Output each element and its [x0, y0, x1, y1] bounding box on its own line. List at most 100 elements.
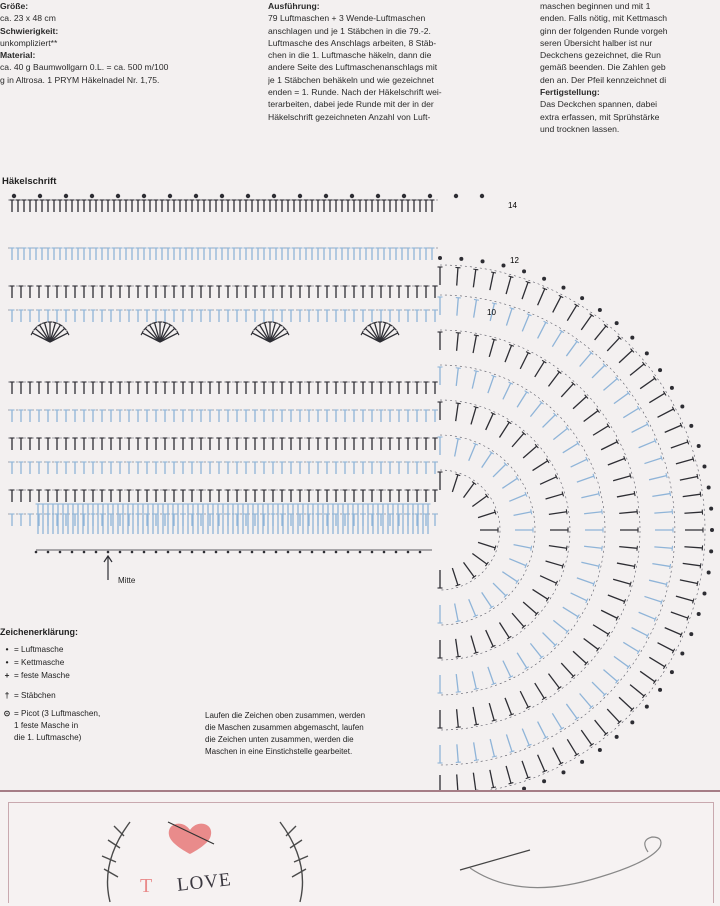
- double-crochet-mark: [584, 638, 598, 649]
- stitch-bar-mark: [510, 308, 515, 310]
- picot-mark: [402, 194, 406, 198]
- double-crochet-mark: [563, 443, 578, 453]
- picot-mark: [707, 571, 711, 575]
- single-crochet-icon: +: [0, 670, 14, 682]
- double-crochet-mark: [581, 494, 599, 498]
- double-crochet-mark: [538, 289, 545, 306]
- double-crochet-mark: [652, 494, 670, 497]
- double-crochet-mark: [502, 478, 517, 488]
- double-crochet-mark: [520, 691, 528, 707]
- double-crochet-mark: [489, 340, 494, 357]
- double-crochet-mark: [561, 663, 573, 676]
- double-crochet-mark: [514, 545, 532, 549]
- instructions-line: terarbeiten, dabei jede Runde mit der in…: [268, 98, 520, 110]
- double-crochet-mark: [514, 512, 532, 516]
- double-crochet-mark: [486, 630, 493, 646]
- finishing-line: Das Deckchen spannen, dabei: [540, 98, 720, 110]
- stitch-bar-mark: [456, 656, 461, 657]
- stitch-bar-mark: [670, 564, 671, 569]
- picot-mark: [481, 259, 485, 263]
- chain-mark: [371, 551, 374, 554]
- note-line: Laufen die Zeichen oben zusammen, werden: [205, 710, 435, 722]
- double-crochet-mark: [630, 364, 644, 375]
- double-crochet-mark: [503, 661, 511, 677]
- instructions-line: anschlagen und je 1 Stäbchen in die 79.-…: [268, 25, 520, 37]
- chain-mark: [83, 551, 86, 554]
- legend-item: += feste Masche: [0, 670, 190, 682]
- chain-mark: [227, 551, 230, 554]
- double-crochet-mark: [543, 633, 556, 646]
- double-crochet-mark: [567, 305, 576, 320]
- continuation-line: Deckchens gezeichnet, die Run: [540, 49, 720, 61]
- stitch-bar-mark: [697, 581, 698, 586]
- chain-mark: [95, 551, 98, 554]
- double-crochet-mark: [543, 415, 556, 428]
- stitch-bar-mark: [700, 563, 701, 568]
- double-crochet-mark: [614, 393, 629, 404]
- stitch-bar-mark: [630, 473, 631, 478]
- slip-stitch-icon: •: [0, 657, 14, 669]
- double-crochet-mark: [472, 371, 476, 389]
- double-crochet-mark: [595, 326, 606, 340]
- double-crochet-mark: [567, 739, 576, 754]
- stitch-bar-mark: [474, 652, 479, 653]
- stitch-bar-mark: [492, 756, 497, 757]
- stitch-bar-mark: [456, 368, 461, 369]
- double-crochet-mark: [553, 620, 567, 631]
- double-crochet-mark: [452, 568, 458, 585]
- picot-mark: [598, 308, 602, 312]
- stitch-bar-mark: [510, 751, 515, 753]
- double-crochet-mark: [654, 512, 672, 513]
- instructions-heading: Ausführung:: [268, 0, 520, 12]
- chain-stitch-icon: •: [0, 644, 14, 656]
- picot-mark: [376, 194, 380, 198]
- stitch-bar-mark: [53, 322, 58, 323]
- stitch-bar-mark: [492, 303, 497, 304]
- chain-mark: [263, 551, 266, 554]
- double-crochet-mark: [502, 572, 517, 582]
- double-crochet-mark: [607, 338, 619, 351]
- double-crochet-mark: [456, 368, 458, 386]
- double-crochet-mark: [640, 378, 655, 388]
- double-crochet-mark: [573, 397, 586, 409]
- double-crochet-mark: [474, 742, 477, 760]
- stitch-bar-mark: [163, 322, 168, 323]
- double-crochet-mark: [607, 709, 619, 722]
- double-crochet-mark: [652, 564, 670, 567]
- double-crochet-mark: [520, 353, 528, 369]
- round-guide: [440, 330, 640, 730]
- double-crochet-mark: [617, 494, 635, 497]
- stitch-bar-mark: [666, 582, 667, 587]
- double-crochet-mark: [473, 335, 476, 353]
- stitch-bar-mark: [473, 269, 478, 270]
- picot-mark: [298, 194, 302, 198]
- double-crochet-mark: [603, 670, 617, 682]
- double-crochet-mark: [632, 424, 648, 432]
- stitch-bar-mark: [383, 322, 388, 323]
- picot-mark: [561, 770, 565, 774]
- double-crochet-mark: [553, 748, 561, 764]
- stitch-bar-mark: [456, 621, 461, 622]
- double-crochet-mark: [506, 734, 512, 751]
- stitch-bar-mark: [491, 375, 496, 377]
- double-crochet-mark: [530, 403, 541, 417]
- round-number: 14: [508, 201, 517, 210]
- double-crochet-mark: [613, 579, 630, 584]
- needle-thread-icon: [460, 837, 661, 888]
- double-crochet-mark: [584, 512, 602, 514]
- double-crochet-mark: [552, 713, 561, 728]
- stitch-bar-mark: [42, 322, 47, 323]
- double-crochet-mark: [538, 722, 546, 738]
- double-crochet-mark: [472, 496, 487, 507]
- double-crochet-mark: [581, 315, 591, 330]
- legend: Zeichenerklärung: •= Luftmasche •= Kettm…: [0, 626, 190, 745]
- stitch-bar-mark: [372, 322, 377, 323]
- instructions-column: Ausführung: 79 Luftmaschen + 3 Wende-Luf…: [268, 0, 520, 123]
- stitch-bar-mark: [661, 456, 663, 461]
- instructions-line: Luftmasche des Anschlags arbeiten, 8 Stä…: [268, 37, 520, 49]
- double-crochet-mark: [684, 547, 702, 548]
- double-crochet-mark: [456, 674, 458, 692]
- double-crochet-mark: [486, 414, 493, 430]
- double-crochet-mark: [630, 685, 644, 696]
